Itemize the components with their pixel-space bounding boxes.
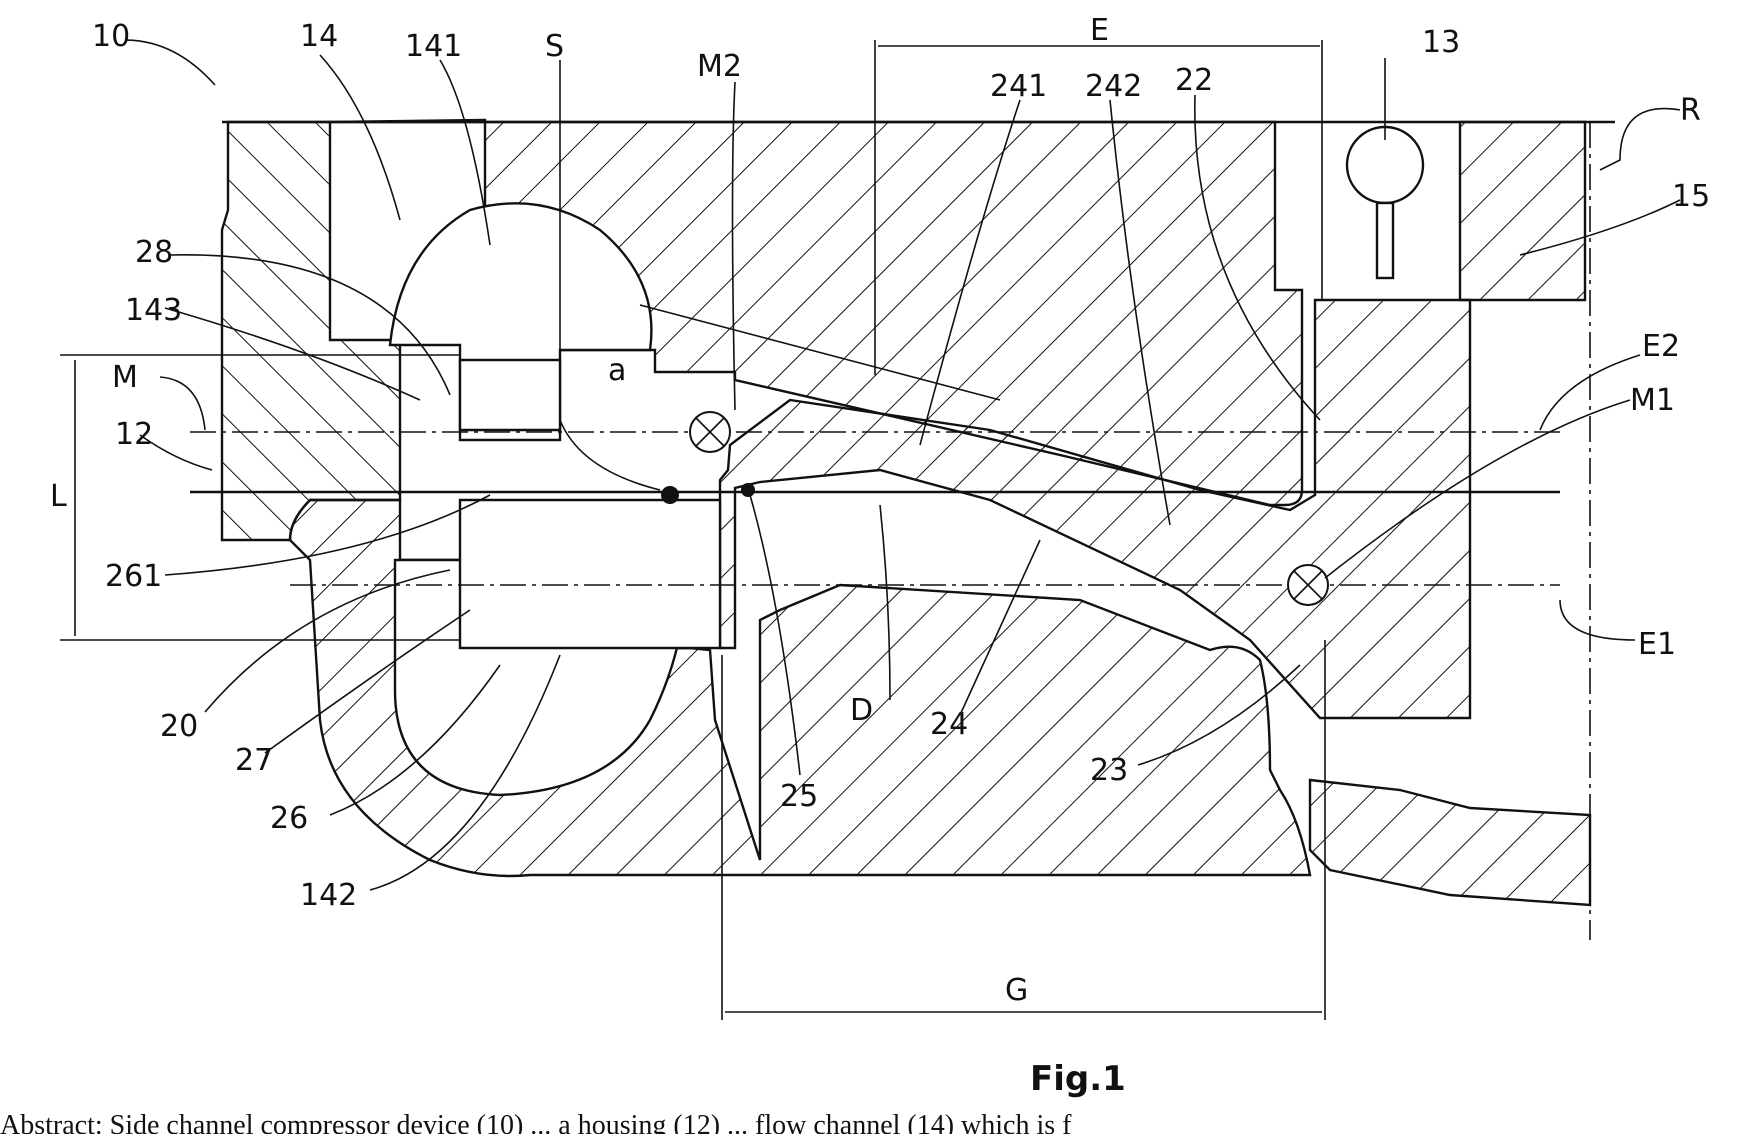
abstract-fragment: Abstract: Side channel compressor device… — [0, 1110, 1072, 1134]
label-E1: E1 — [1638, 627, 1676, 662]
label-a: a — [608, 353, 626, 388]
label-22: 22 — [1175, 63, 1213, 98]
label-20: 20 — [160, 709, 198, 744]
label-141: 141 — [405, 29, 462, 64]
label-24: 24 — [930, 707, 968, 742]
label-25: 25 — [780, 779, 818, 814]
figure-caption: Fig.1 — [1030, 1059, 1126, 1099]
label-23: 23 — [1090, 753, 1128, 788]
label-242: 242 — [1085, 69, 1142, 104]
label-261: 261 — [105, 559, 162, 594]
label-E: E — [1090, 13, 1109, 48]
label-M1: M1 — [1630, 383, 1675, 418]
circle-x-marker-m2 — [690, 412, 730, 452]
label-E2: E2 — [1642, 329, 1680, 364]
label-G: G — [1005, 973, 1028, 1008]
label-143: 143 — [125, 293, 182, 328]
label-241: 241 — [990, 69, 1047, 104]
circle-x-marker-m1 — [1288, 565, 1328, 605]
label-S: S — [545, 29, 564, 64]
label-L: L — [50, 479, 67, 514]
label-142: 142 — [300, 878, 357, 913]
label-D: D — [850, 693, 873, 728]
label-15: 15 — [1672, 179, 1710, 214]
label-13: 13 — [1422, 25, 1460, 60]
label-28: 28 — [135, 235, 173, 270]
label-26: 26 — [270, 801, 308, 836]
label-M: M — [112, 360, 138, 395]
label-12: 12 — [115, 417, 153, 452]
label-27: 27 — [235, 743, 273, 778]
label-14: 14 — [300, 19, 338, 54]
label-R: R — [1680, 93, 1701, 128]
label-10: 10 — [92, 19, 130, 54]
label-M2: M2 — [697, 49, 742, 84]
